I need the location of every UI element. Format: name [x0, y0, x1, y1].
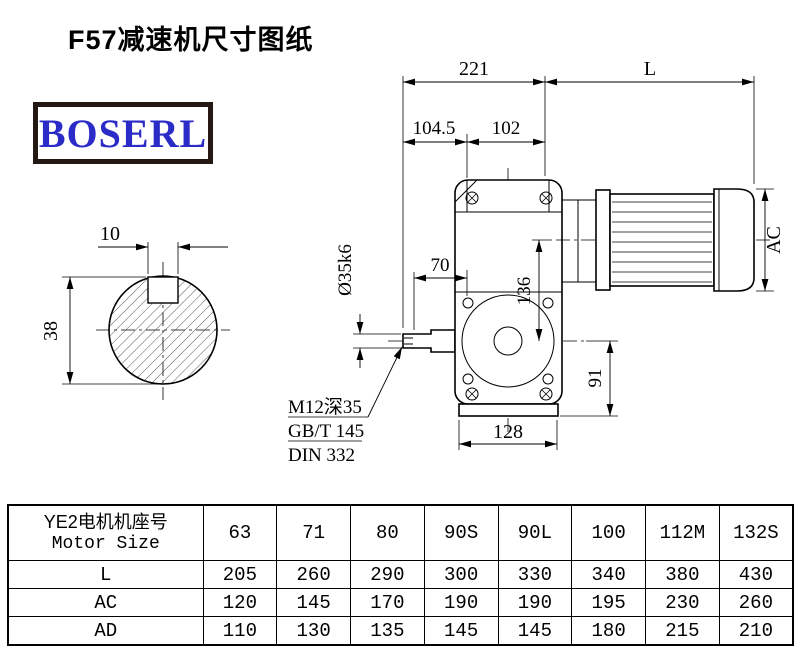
dim-key-width-label: 10	[100, 223, 120, 245]
value-cell: 190	[497, 588, 573, 617]
motor-size-132s: 132S	[718, 504, 794, 561]
motor-size-71: 71	[276, 504, 351, 561]
dim-AC-label: AC	[763, 226, 785, 254]
value-cell: 210	[718, 616, 794, 646]
table-header-cell: YE2电机机座号 Motor Size	[7, 504, 204, 561]
motor-size-table: YE2电机机座号 Motor Size 63 71 80 90S 90L 100…	[7, 504, 794, 646]
value-cell: 205	[202, 560, 278, 589]
value-cell: 195	[571, 588, 646, 617]
row-label-AD: AD	[7, 616, 204, 646]
dim-128-label: 128	[493, 421, 523, 443]
value-cell: 145	[423, 616, 499, 646]
value-cell: 215	[645, 616, 720, 646]
dim-key-height: 38	[40, 276, 163, 385]
dimension-lines: 221 L 104.5 102 70 Ø35k6 136 AC 91	[335, 58, 785, 450]
motor-fins	[612, 201, 712, 283]
value-cell: 130	[276, 616, 351, 646]
value-cell: 170	[350, 588, 425, 617]
dim-L-label: L	[644, 58, 656, 80]
value-cell: 430	[718, 560, 794, 589]
dim-key-width: 10	[98, 223, 228, 274]
value-cell: 145	[276, 588, 351, 617]
table-row-AC: AC 120 145 170 190 190 195 230 260	[7, 588, 794, 617]
motor-outline	[556, 188, 774, 292]
motor-size-100: 100	[571, 504, 646, 561]
value-cell: 290	[350, 560, 425, 589]
note-m12-label: M12深35	[288, 396, 362, 418]
value-cell: 300	[423, 560, 499, 589]
value-cell: 330	[497, 560, 573, 589]
motor-size-63: 63	[202, 504, 278, 561]
note-din-label: DIN 332	[288, 445, 355, 466]
motor-size-90s: 90S	[423, 504, 499, 561]
value-cell: 120	[202, 588, 278, 617]
note-gbt-label: GB/T 145	[288, 421, 364, 442]
motor-size-80: 80	[350, 504, 425, 561]
value-cell: 260	[718, 588, 794, 617]
gearbox-outline	[388, 168, 586, 436]
value-cell: 380	[645, 560, 720, 589]
motor-size-90l: 90L	[497, 504, 573, 561]
dim-104_5-label: 104.5	[413, 118, 456, 139]
dim-shaft-dia-label: Ø35k6	[335, 244, 356, 296]
table-header-cn: YE2电机机座号	[43, 511, 168, 532]
technical-drawing: 10 38	[40, 58, 785, 466]
dim-221-label: 221	[459, 58, 489, 80]
dim-70-label: 70	[431, 255, 450, 276]
boserl-logo-text: BOSERL	[38, 110, 208, 156]
shaft-section-view: 10 38	[40, 223, 230, 400]
row-label-L: L	[7, 560, 204, 589]
value-cell: 190	[423, 588, 499, 617]
shaft-end-notes: M12深35 GB/T 145 DIN 332	[288, 346, 403, 466]
boserl-logo: BOSERL	[33, 102, 213, 164]
value-cell: 110	[202, 616, 278, 646]
table-row-L: L 205 260 290 300 330 340 380 430	[7, 560, 794, 589]
value-cell: 180	[571, 616, 646, 646]
dim-key-height-label: 38	[40, 321, 62, 341]
table-header-en: Motor Size	[51, 533, 160, 554]
value-cell: 340	[571, 560, 646, 589]
table-row-AD: AD 110 130 135 145 145 180 215 210	[7, 616, 794, 646]
dim-91-label: 91	[585, 369, 606, 388]
motor-size-112m: 112M	[645, 504, 720, 561]
page-title: F57减速机尺寸图纸	[68, 25, 314, 55]
value-cell: 230	[645, 588, 720, 617]
value-cell: 135	[350, 616, 425, 646]
value-cell: 260	[276, 560, 351, 589]
dim-136-label: 136	[514, 277, 535, 306]
bolt-holes	[462, 191, 554, 401]
value-cell: 145	[497, 616, 573, 646]
dim-102-label: 102	[492, 118, 521, 139]
row-label-AC: AC	[7, 588, 204, 617]
table-header-row: YE2电机机座号 Motor Size 63 71 80 90S 90L 100…	[7, 504, 794, 561]
